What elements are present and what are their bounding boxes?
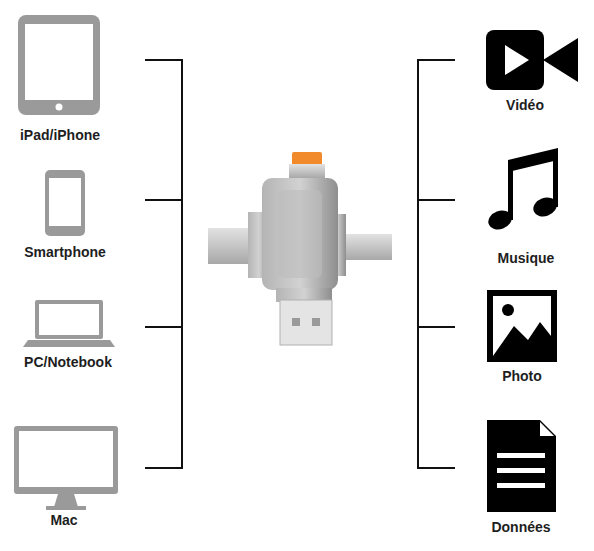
smartphone-icon [45, 170, 85, 236]
bracket-left [145, 59, 182, 469]
document-icon [487, 420, 556, 512]
photo-icon [487, 290, 557, 362]
device-label: Photo [502, 368, 542, 384]
device-label: Mac [50, 512, 77, 528]
device-label: PC/Notebook [24, 354, 112, 370]
monitor-icon [14, 426, 118, 510]
tablet-icon [18, 15, 100, 115]
device-label: Vidéo [506, 97, 544, 113]
video-icon [486, 30, 578, 90]
device-label: Musique [498, 250, 555, 266]
device-label: Smartphone [24, 244, 106, 260]
device-label: Données [491, 519, 550, 535]
bracket-right [418, 59, 455, 469]
music-icon [486, 148, 560, 233]
usb-adapter [208, 152, 392, 345]
device-label: iPad/iPhone [20, 127, 100, 143]
laptop-icon [23, 300, 115, 347]
